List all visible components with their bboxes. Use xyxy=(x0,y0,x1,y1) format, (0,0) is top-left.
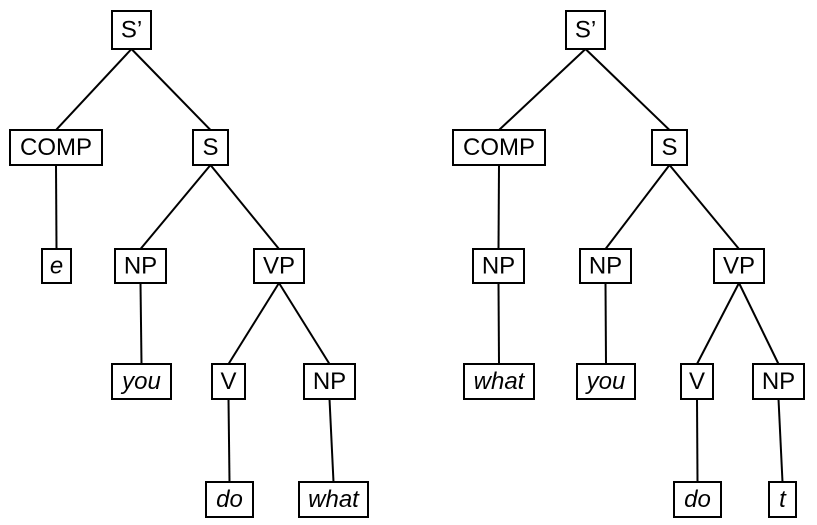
node-box xyxy=(114,248,167,284)
node-box xyxy=(9,129,103,166)
tree-edge-L-NP1-to-L-you xyxy=(139,282,143,365)
tree-edge-L-VP-to-L-NP2 xyxy=(278,282,331,365)
tree-node-do[interactable]: do xyxy=(205,481,254,518)
node-label: NP xyxy=(589,252,622,279)
tree-node-vp[interactable]: VP xyxy=(253,248,305,284)
node-label: NP xyxy=(313,368,346,395)
node-label: you xyxy=(585,368,626,395)
node-label: do xyxy=(216,486,243,513)
tree-node-s[interactable]: S xyxy=(651,129,688,166)
right-tree: S’ COMP S NP NP VP what you V NP do t xyxy=(452,10,805,518)
tree-edge-R-COMP-to-R-NP0 xyxy=(497,164,500,250)
tree-node-you[interactable]: you xyxy=(111,363,172,400)
tree-node-np[interactable]: NP xyxy=(303,363,356,400)
tree-node-vp[interactable]: VP xyxy=(713,248,765,284)
tree-node-e[interactable]: e xyxy=(41,248,72,284)
tree-edge-L-Sbar-to-L-COMP xyxy=(55,48,133,131)
node-label: S’ xyxy=(575,16,596,43)
node-box xyxy=(303,363,356,400)
tree-node-np[interactable]: NP xyxy=(114,248,167,284)
node-label: COMP xyxy=(20,134,92,161)
node-label: NP xyxy=(762,368,795,395)
tree-node-v[interactable]: V xyxy=(211,363,246,400)
node-label: S xyxy=(661,134,677,161)
tree-edge-R-Sbar-to-R-COMP xyxy=(498,48,587,131)
node-box xyxy=(472,248,525,284)
tree-edge-L-S-to-L-NP1 xyxy=(139,164,212,250)
tree-edge-L-Sbar-to-L-S xyxy=(130,48,212,131)
node-label: S’ xyxy=(121,16,142,43)
node-label: COMP xyxy=(463,134,535,161)
node-label: you xyxy=(120,368,161,395)
tree-node-t[interactable]: t xyxy=(768,481,797,518)
node-label: NP xyxy=(482,252,515,279)
tree-node-you[interactable]: you xyxy=(576,363,636,400)
node-box xyxy=(41,248,72,284)
tree-node-sbar[interactable]: S’ xyxy=(111,10,152,50)
node-box xyxy=(452,129,546,166)
node-label: VP xyxy=(723,252,755,279)
tree-edges xyxy=(55,48,335,483)
node-label: what xyxy=(474,368,526,395)
node-box xyxy=(651,129,688,166)
tree-node-comp[interactable]: COMP xyxy=(9,129,103,166)
tree-node-what[interactable]: what xyxy=(463,363,535,400)
tree-edge-R-S-to-R-VP xyxy=(668,164,740,250)
node-box xyxy=(673,481,722,518)
node-box xyxy=(579,248,632,284)
tree-edge-L-V-to-L-do xyxy=(227,398,231,483)
node-label: S xyxy=(202,134,218,161)
node-label: do xyxy=(684,486,711,513)
node-box xyxy=(565,10,606,50)
node-label: NP xyxy=(124,252,157,279)
node-label: what xyxy=(308,486,360,513)
tree-edge-R-VP-to-R-V xyxy=(696,282,740,365)
tree-node-what[interactable]: what xyxy=(298,481,369,518)
tree-edge-R-S-to-R-NP1 xyxy=(604,164,671,250)
node-box xyxy=(205,481,254,518)
node-label: V xyxy=(220,368,236,395)
tree-node-comp[interactable]: COMP xyxy=(452,129,546,166)
node-box xyxy=(680,363,714,400)
tree-node-np[interactable]: NP xyxy=(579,248,632,284)
node-box xyxy=(211,363,246,400)
tree-node-np[interactable]: NP xyxy=(752,363,805,400)
tree-edge-L-VP-to-L-V xyxy=(227,282,280,365)
tree-edge-R-NP1-to-R-you xyxy=(604,282,607,365)
tree-edge-R-NP2-to-R-t xyxy=(777,398,784,483)
node-box xyxy=(463,363,535,400)
tree-edge-L-COMP-to-L-e xyxy=(55,164,58,250)
tree-edge-R-Sbar-to-R-S xyxy=(584,48,671,131)
node-label: e xyxy=(50,252,63,279)
node-box xyxy=(192,129,229,166)
tree-node-sbar[interactable]: S’ xyxy=(565,10,606,50)
node-box xyxy=(253,248,305,284)
node-label: t xyxy=(779,486,787,513)
node-label: VP xyxy=(263,252,295,279)
node-box xyxy=(298,481,369,518)
node-box xyxy=(111,10,152,50)
tree-node-np[interactable]: NP xyxy=(472,248,525,284)
node-box xyxy=(111,363,172,400)
node-label: V xyxy=(689,368,705,395)
tree-edge-R-VP-to-R-NP2 xyxy=(738,282,780,365)
tree-edge-R-V-to-R-do xyxy=(696,398,699,483)
tree-edge-R-NP0-to-R-what xyxy=(497,282,500,365)
tree-edges xyxy=(497,48,784,483)
tree-edge-L-NP2-to-L-what xyxy=(328,398,335,483)
node-box xyxy=(768,481,797,518)
node-box xyxy=(713,248,765,284)
node-box xyxy=(752,363,805,400)
node-box xyxy=(576,363,636,400)
tree-edge-L-S-to-L-VP xyxy=(209,164,280,250)
tree-node-s[interactable]: S xyxy=(192,129,229,166)
tree-node-v[interactable]: V xyxy=(680,363,714,400)
tree-node-do[interactable]: do xyxy=(673,481,722,518)
